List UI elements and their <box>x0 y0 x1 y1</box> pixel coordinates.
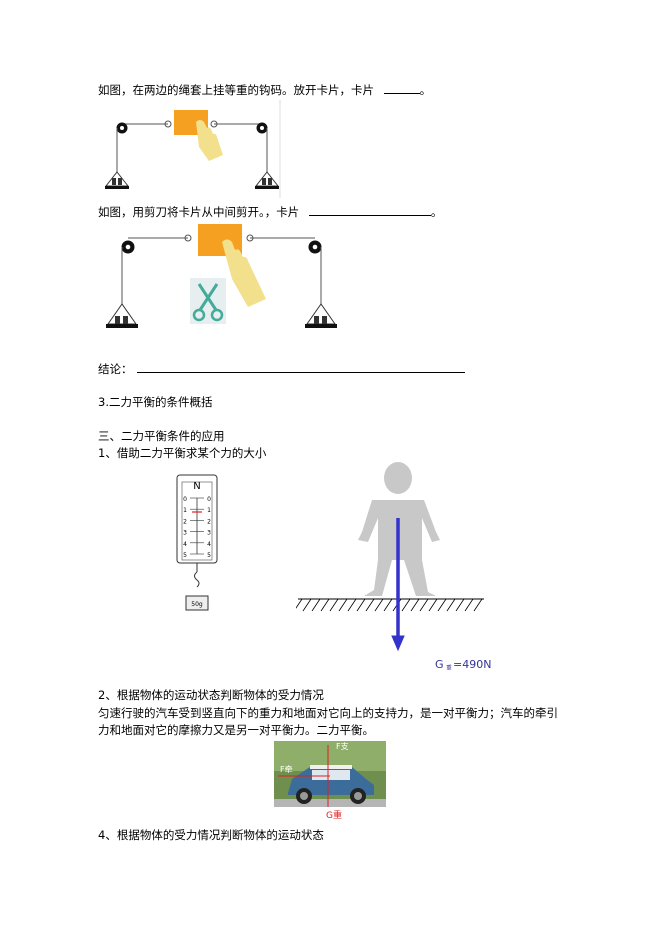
item-2-body-line-1: 匀速行驶的汽车受到竖直向下的重力和地面对它向上的支持力，是一对平衡力；汽车的牵引 <box>98 706 558 720</box>
question-line-1: 如图，在两边的绳套上挂等重的钩码。放开卡片，卡片 。 <box>98 82 431 98</box>
scale-tick-label: 0 <box>207 496 211 503</box>
weight-block: 50g <box>185 595 209 611</box>
question-text-1: 如图，在两边的绳套上挂等重的钩码。放开卡片，卡片 <box>98 83 374 97</box>
scale-tick-label: 5 <box>207 552 211 559</box>
ground-hatch-mark <box>311 598 321 612</box>
ground-hatch-mark <box>419 598 429 612</box>
gravity-label-value: =490N <box>453 658 491 670</box>
question-end-2: 。 <box>430 205 443 219</box>
ground-hatch-mark <box>302 598 312 612</box>
car-forces-figure: F支 F牵 G重 <box>274 741 386 821</box>
section-heading: 三、二力平衡条件的应用 <box>98 429 225 443</box>
ground-hatch-mark <box>428 598 438 612</box>
ground-hatch-mark <box>473 598 483 612</box>
scale-tick-label: 3 <box>207 530 211 537</box>
ground-hatch-mark <box>455 598 465 612</box>
scale-tick-label: 3 <box>183 530 187 537</box>
answer-blank-2[interactable] <box>308 204 431 216</box>
question-line-2: 如图，用剪刀将卡片从中间剪开。，卡片 。 <box>98 204 442 220</box>
ground-hatch-mark <box>296 598 303 609</box>
hook-weight-icon <box>254 171 280 189</box>
scale-tick-label: 5 <box>183 552 187 559</box>
conclusion-label: 结论： <box>98 362 133 376</box>
conclusion-blank[interactable] <box>136 361 465 373</box>
hook-weight-icon <box>106 303 138 328</box>
item-2-heading: 2、根据物体的运动状态判断物体的受力情况 <box>98 688 324 702</box>
scale-tick-label: 4 <box>207 541 211 548</box>
ground-hatch-mark <box>464 598 474 612</box>
question-end-1: 。 <box>419 83 432 97</box>
ground-hatch-mark <box>356 598 366 612</box>
pulley-icon <box>308 240 322 254</box>
ground-hatch-mark <box>338 598 348 612</box>
scissors-icon <box>190 278 226 324</box>
pulley-icon <box>256 122 268 134</box>
item-4-heading: 4、根据物体的受力情况判断物体的运动状态 <box>98 828 324 842</box>
ground-hatch-mark <box>347 598 357 612</box>
ground-hatch-mark <box>374 598 384 612</box>
spring-scale-figure: N 0 0 1 1 2 2 3 3 4 4 5 5 50g <box>176 474 218 611</box>
item-2-body-line-2: 力和地面对它的摩擦力又是另一对平衡力。二力平衡。 <box>98 723 374 737</box>
ground-hatch-mark <box>365 598 375 612</box>
answer-blank-1[interactable] <box>383 82 420 94</box>
pulley-icon <box>121 240 135 254</box>
ground-hatch-mark <box>383 598 393 612</box>
car-support-label: F支 <box>336 741 349 751</box>
gravity-label-main: G <box>435 658 444 670</box>
scale-tick-label: 4 <box>183 541 187 548</box>
ground-hatch-mark <box>320 598 330 612</box>
scale-tick-label: 0 <box>183 496 187 503</box>
ground-hatch-mark <box>437 598 447 612</box>
weight-label: 50g <box>191 601 203 608</box>
conclusion-line: 结论： <box>98 361 465 377</box>
section-3-heading: 3.二力平衡的条件概括 <box>98 395 213 409</box>
ground-hatch-mark <box>329 598 339 612</box>
scale-tick-label: 2 <box>207 518 211 525</box>
scale-tick-label: 1 <box>207 507 211 514</box>
question-text-2: 如图，用剪刀将卡片从中间剪开。，卡片 <box>98 205 300 219</box>
scale-tick-label: 2 <box>183 518 187 525</box>
car-traction-label: F牵 <box>280 764 293 774</box>
ground-hatch-mark <box>401 598 411 612</box>
scale-unit: N <box>193 481 200 492</box>
gravity-label-sub: 重 <box>446 664 452 670</box>
ground-hatch-mark <box>410 598 420 612</box>
car-image <box>288 765 374 804</box>
card-pulley-figure-2 <box>106 224 337 328</box>
ground-hatch-mark <box>446 598 456 612</box>
card-pulley-figure-1 <box>104 100 281 198</box>
hook-weight-icon <box>104 171 130 189</box>
hand-icon <box>222 239 266 307</box>
hook-weight-icon <box>305 303 337 328</box>
scale-tick-label: 1 <box>183 507 187 514</box>
person-gravity-figure: G 重 =490N <box>296 462 491 670</box>
car-gravity-label: G重 <box>326 809 342 821</box>
item-1-heading: 1、借助二力平衡求某个力的大小 <box>98 446 267 460</box>
pulley-icon <box>116 122 128 134</box>
hand-icon <box>196 120 223 161</box>
